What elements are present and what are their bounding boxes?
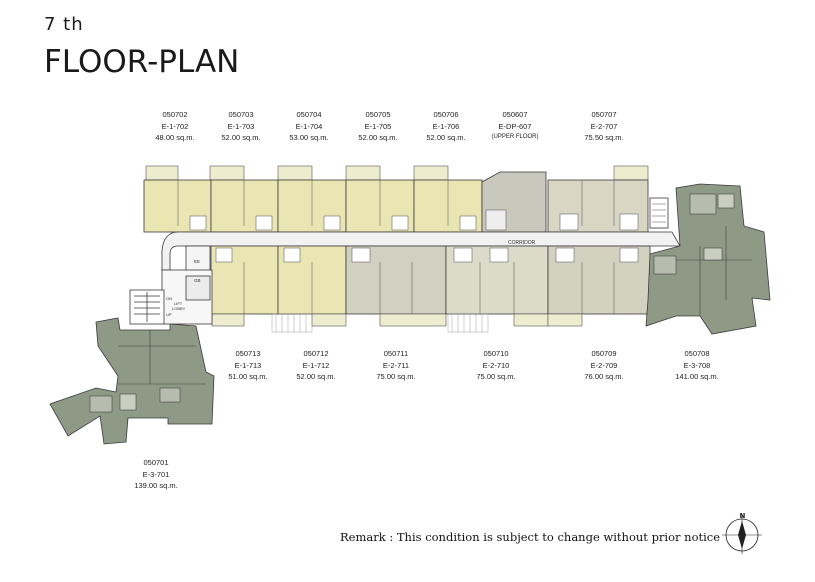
unit-area: 75.00 sq.m. xyxy=(376,372,416,381)
unit-e-1-703 xyxy=(210,179,279,233)
unit-code: 050701 xyxy=(143,458,169,467)
unit-code: 050702 xyxy=(162,110,188,119)
lift-lobby-label-3: LOBBY xyxy=(172,306,186,311)
e701-interior xyxy=(89,330,206,413)
plan-title: FLOOR-PLAN xyxy=(44,44,240,80)
west-core xyxy=(129,269,213,325)
unit-name: E-1-702 xyxy=(161,121,189,131)
north-compass-icon: N xyxy=(722,512,762,554)
unit-code: 050712 xyxy=(303,349,329,358)
bottom-partitions xyxy=(215,247,639,314)
unit-name: E-2-707 xyxy=(590,121,618,131)
unit-code: 050704 xyxy=(296,110,322,119)
lift-lobby-label-2: LIFT xyxy=(174,301,183,306)
unit-label-050710: 050710 E-2-710 75.00 sq.m. xyxy=(451,348,541,383)
unit-name: E-1-704 xyxy=(295,121,323,131)
unit-name: E-1-713 xyxy=(234,360,262,370)
unit-e-3-701 xyxy=(49,317,215,445)
unit-area: 48.00 sq.m. xyxy=(155,133,195,142)
unit-name: E-3-701 xyxy=(142,469,170,479)
unit-code: 050703 xyxy=(228,110,254,119)
unit-name: E-1-712 xyxy=(302,360,330,370)
unit-label-050712: 050712 E-1-712 52.00 sq.m. xyxy=(271,348,361,383)
remark-note: Remark : This condition is subject to ch… xyxy=(340,530,721,544)
lift-lobby-label-1: ON xyxy=(166,296,172,301)
unit-label-050713: 050713 E-1-713 51.00 sq.m. xyxy=(203,348,293,383)
top-balconies xyxy=(145,165,649,181)
unit-label-050607: 050607 E-DP-607 (UPPER FLOOR) xyxy=(470,109,560,144)
unit-code: 050607 xyxy=(502,110,528,119)
east-stair xyxy=(649,197,669,229)
compass-north-label: N xyxy=(740,512,746,520)
unit-label-050705: 050705 E-1-705 52.00 sq.m. xyxy=(333,109,423,144)
unit-label-050711: 050711 E-2-711 75.00 sq.m. xyxy=(351,348,441,383)
unit-area: 75.00 sq.m. xyxy=(476,372,516,381)
unit-code: 050707 xyxy=(591,110,617,119)
unit-name: E-1-703 xyxy=(227,121,255,131)
unit-label-050706: 050706 E-1-706 52.00 sq.m. xyxy=(401,109,491,144)
unit-label-050708: 050708 E-3-708 141.00 sq.m. xyxy=(652,348,742,383)
unit-name: E-2-710 xyxy=(482,360,510,370)
corridor xyxy=(161,231,681,271)
unit-code: 050710 xyxy=(483,349,509,358)
unit-name: E-3-708 xyxy=(683,360,711,370)
unit-area: 53.00 sq.m. xyxy=(289,133,329,142)
unit-name: E-DP-607 xyxy=(498,121,532,131)
unit-label-050704: 050704 E-1-704 53.00 sq.m. xyxy=(264,109,354,144)
unit-area: 52.00 sq.m. xyxy=(426,133,466,142)
bottom-row-units xyxy=(185,245,651,315)
unit-code: 050713 xyxy=(235,349,261,358)
unit-area: 52.00 sq.m. xyxy=(221,133,261,142)
corridor-label: CORRIDOR xyxy=(508,240,536,246)
unit-area: 139.00 sq.m. xyxy=(134,481,178,490)
unit-area: 75.50 sq.m. xyxy=(584,133,624,142)
unit-code: 050711 xyxy=(383,349,409,358)
unit-label-050703: 050703 E-1-703 52.00 sq.m. xyxy=(196,109,286,144)
unit-code: 050706 xyxy=(433,110,459,119)
unit-area: 52.00 sq.m. xyxy=(296,372,336,381)
unit-label-050701: 050701 E-3-701 139.00 sq.m. xyxy=(111,457,201,492)
unit-name: E-1-705 xyxy=(364,121,392,131)
core-gb-label: GB xyxy=(194,278,201,283)
unit-area: (UPPER FLOOR) xyxy=(491,134,539,140)
unit-area: 52.00 sq.m. xyxy=(358,133,398,142)
floor-number: 7 th xyxy=(44,14,84,35)
bottom-balconies xyxy=(211,313,583,327)
lift-lobby-label-4: UP xyxy=(166,312,172,317)
unit-code: 050708 xyxy=(684,349,710,358)
bottom-railings xyxy=(271,313,489,333)
unit-area: 76.00 sq.m. xyxy=(584,372,624,381)
core-ee-label: EE xyxy=(194,259,200,264)
unit-name: E-2-709 xyxy=(590,360,618,370)
unit-area: 141.00 sq.m. xyxy=(675,372,719,381)
unit-label-050707: 050707 E-2-707 75.50 sq.m. xyxy=(559,109,649,144)
e708-interior xyxy=(653,193,752,316)
unit-code: 050709 xyxy=(591,349,617,358)
unit-code: 050705 xyxy=(365,110,391,119)
unit-name: E-1-706 xyxy=(432,121,460,131)
unit-label-050709: 050709 E-2-709 76.00 sq.m. xyxy=(559,348,649,383)
unit-name: E-2-711 xyxy=(382,360,410,370)
unit-area: 51.00 sq.m. xyxy=(228,372,268,381)
unit-label-050702: 050702 E-1-702 48.00 sq.m. xyxy=(130,109,220,144)
